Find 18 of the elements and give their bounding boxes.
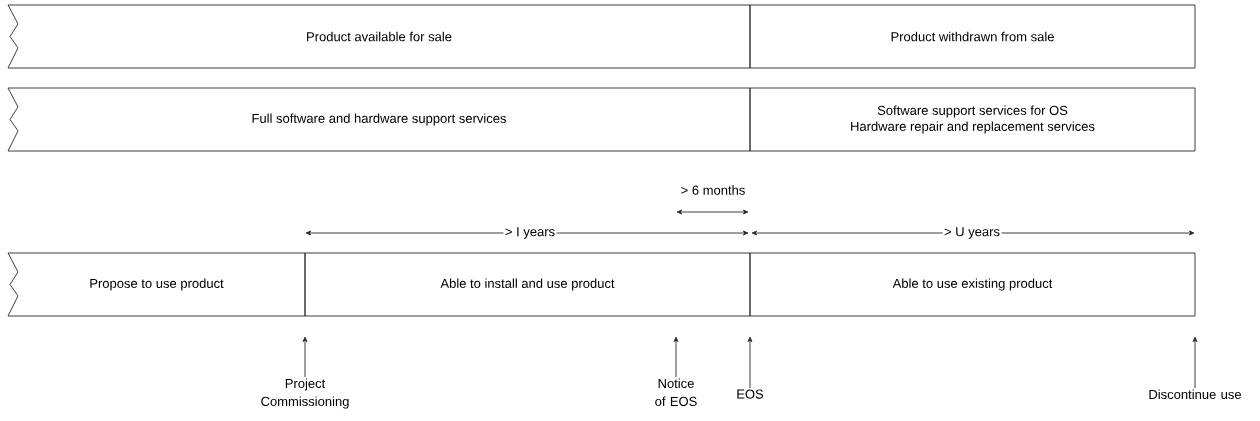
- dimension-label: > U years: [942, 225, 1002, 241]
- dimension-label: > 6 months: [679, 183, 747, 197]
- milestone-label: Notice of EOS: [655, 378, 697, 406]
- timeline-band-cell: Able to use existing product: [749, 252, 1196, 317]
- timeline-band-cell: Able to install and use product: [304, 252, 751, 317]
- arrow: [1192, 336, 1198, 389]
- milestone-label: Project Commissioning: [261, 378, 349, 409]
- dimension-label: > I years: [503, 225, 557, 241]
- arrow: [302, 336, 308, 378]
- timeline-band-cell: Product available for sale: [7, 4, 751, 69]
- arrow: [747, 336, 753, 389]
- timeline-band-cell: Propose to use product: [7, 252, 306, 317]
- arrow: [673, 336, 679, 378]
- milestone-label: Discontinue use: [1149, 389, 1241, 399]
- milestone-label: EOS: [737, 389, 764, 399]
- timeline-band-cell: Product withdrawn from sale: [749, 4, 1196, 69]
- timeline-band-cell: Software support services for OS Hardware repair and replacement services: [749, 87, 1196, 152]
- timeline-band-cell: Full software and hardware support services: [7, 87, 751, 152]
